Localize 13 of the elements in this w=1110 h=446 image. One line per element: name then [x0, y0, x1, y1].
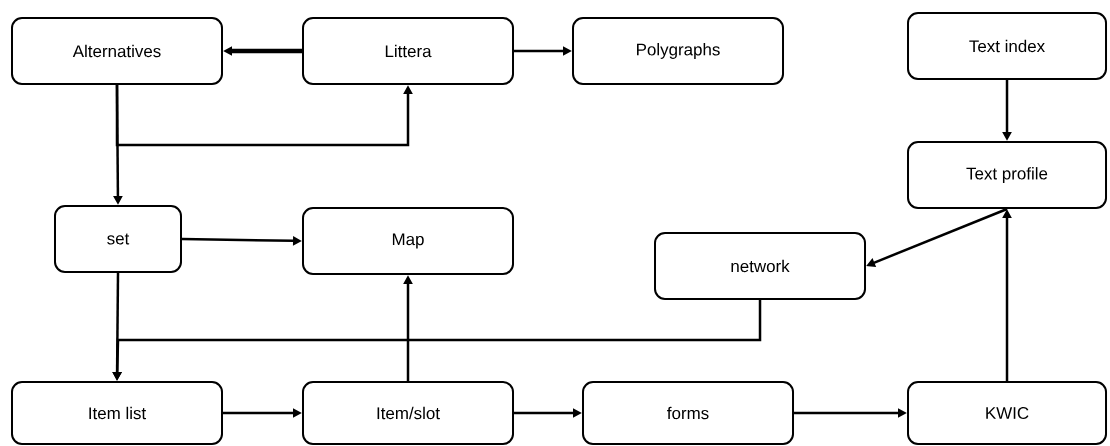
- process-box: Item/slot: [302, 381, 514, 445]
- process-box: Text index: [907, 12, 1107, 80]
- process-box: set: [54, 205, 182, 273]
- process-box: forms: [582, 381, 794, 445]
- process-box: KWIC: [907, 381, 1107, 445]
- process-box: Polygraphs: [572, 17, 784, 85]
- arrow: [115, 85, 413, 147]
- process-box: Map: [302, 207, 514, 275]
- process-box: Alternatives: [11, 17, 223, 85]
- process-box: Text profile: [907, 141, 1107, 209]
- process-box: network: [654, 232, 866, 300]
- process-box: Littera: [302, 17, 514, 85]
- process-box: Item list: [11, 381, 223, 445]
